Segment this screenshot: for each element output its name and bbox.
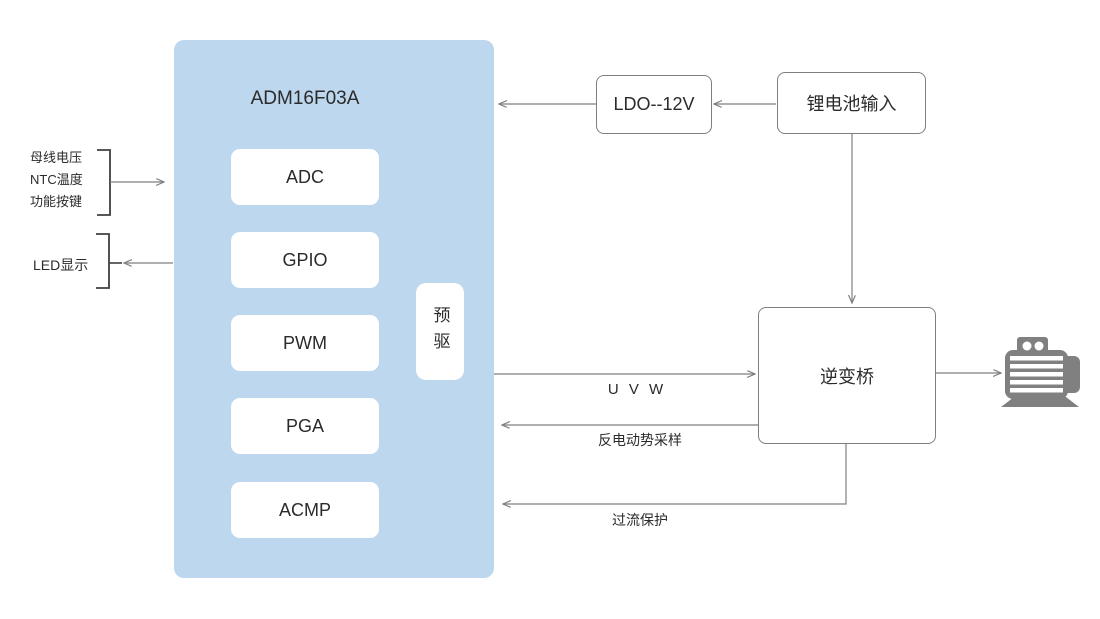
block-adc: ADC <box>231 149 379 205</box>
battery-input-label: 锂电池输入 <box>806 94 897 114</box>
bracket-inputs <box>97 149 111 216</box>
block-predriver-label: 预驱 <box>430 305 450 358</box>
block-pwm-label: PWM <box>283 332 327 353</box>
mcu-title: ADM16F03A <box>250 88 360 109</box>
inverter-bridge-label: 逆变桥 <box>820 366 874 387</box>
block-acmp-label: ACMP <box>278 499 331 520</box>
ldo-label: LDO--12V <box>613 94 695 114</box>
led-display-label: LED显示 <box>33 257 89 273</box>
bracket-led <box>96 233 110 289</box>
input-func-keys: 功能按键 <box>30 194 83 209</box>
inverter-bridge-box: 逆变桥 <box>758 307 936 444</box>
ldo-box: LDO--12V <box>596 75 712 134</box>
block-pga: PGA <box>231 398 379 454</box>
uvw-label: U V W <box>607 381 667 398</box>
input-signals-label: 母线电压 NTC温度 功能按键 <box>30 147 83 213</box>
block-pwm: PWM <box>231 315 379 371</box>
block-acmp: ACMP <box>231 482 379 538</box>
input-bus-voltage: 母线电压 <box>30 150 83 165</box>
block-gpio-label: GPIO <box>282 249 328 270</box>
block-adc-label: ADC <box>285 166 324 187</box>
block-gpio: GPIO <box>231 232 379 288</box>
overcurrent-label: 过流保护 <box>612 512 668 528</box>
block-predriver: 预驱 <box>416 283 464 380</box>
input-ntc-temp: NTC温度 <box>30 172 83 187</box>
arrow-overcurrent <box>503 441 847 504</box>
battery-input-box: 锂电池输入 <box>777 72 926 134</box>
motor-icon <box>1001 337 1080 407</box>
block-pga-label: PGA <box>285 415 324 436</box>
bemf-label: 反电动势采样 <box>598 432 682 448</box>
